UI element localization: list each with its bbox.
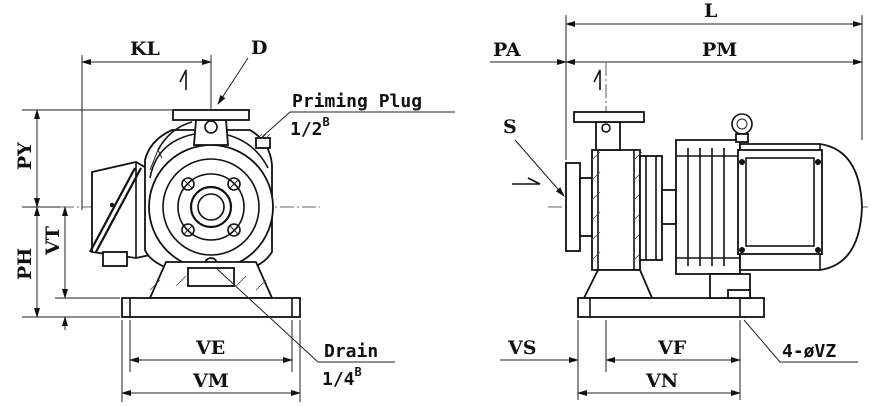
d-label: D: [251, 37, 267, 59]
side-pedestal: [582, 269, 654, 299]
suction-flange: [565, 162, 581, 252]
eye-bolt: [731, 113, 753, 143]
priming-plug-boss: [204, 120, 218, 134]
vm-label: VM: [192, 370, 229, 392]
vt-label: VT: [42, 226, 64, 256]
side-pump-casing: [591, 149, 641, 271]
casing-bolts: [181, 177, 241, 237]
pump-casing: [148, 144, 274, 270]
front-view: KL D PY PH VT VE VM Priming Plug 1/2B: [14, 37, 455, 402]
hole-spec-label: 4-øVZ: [782, 341, 836, 362]
motor-frame: [675, 139, 741, 275]
side-terminal-box: [737, 149, 823, 255]
pa-label: PA: [493, 39, 521, 61]
vf-label: VF: [657, 337, 687, 359]
discharge-flange: [172, 109, 250, 121]
priming-plug-size: 1/2B: [290, 115, 330, 140]
side-discharge-flange: [573, 111, 645, 123]
pm-label: PM: [702, 39, 737, 61]
s-label: S: [503, 116, 517, 138]
side-base-plate: [577, 297, 765, 318]
ph-label: PH: [14, 248, 36, 280]
motor-terminal-box: [89, 161, 151, 267]
ve-label: VE: [195, 337, 225, 359]
vn-label: VN: [645, 370, 678, 392]
drain-label: Drain: [324, 341, 378, 362]
priming-plug-label: Priming Plug: [292, 91, 422, 112]
drain-size: 1/4B: [322, 365, 362, 390]
vs-label: VS: [507, 337, 536, 359]
l-label: L: [704, 0, 717, 22]
side-view: S L PA PM VS VF VN 4-øVZ: [490, 0, 868, 400]
kl-label: KL: [130, 38, 160, 60]
py-label: PY: [14, 142, 36, 170]
front-base-plate: [121, 297, 301, 318]
